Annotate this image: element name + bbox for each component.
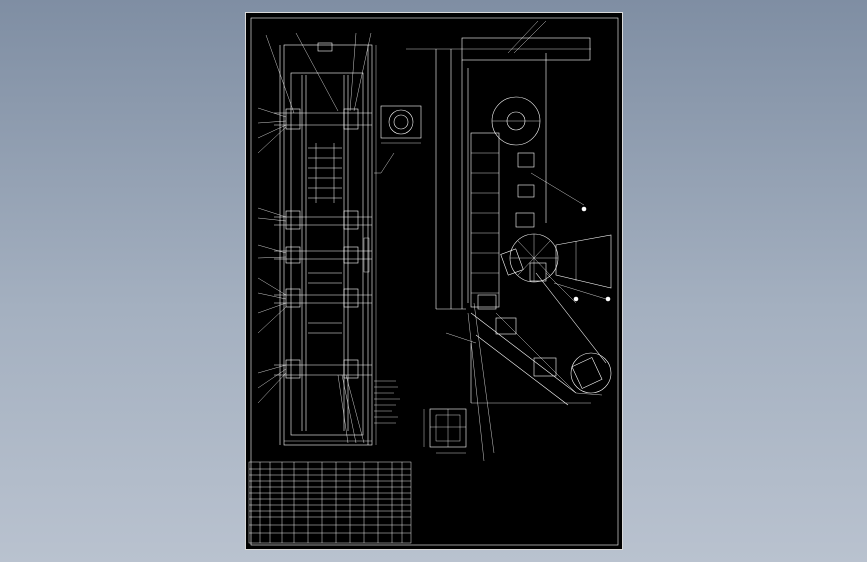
section-detail bbox=[423, 408, 467, 454]
plan-inner-frame bbox=[290, 72, 364, 436]
pulley-detail bbox=[374, 105, 422, 174]
lower-drum bbox=[570, 352, 612, 394]
hopper bbox=[555, 234, 612, 289]
plan-shafts bbox=[274, 108, 372, 379]
elevation-leaders bbox=[467, 20, 607, 462]
inner-border bbox=[250, 17, 619, 546]
plan-view bbox=[257, 32, 377, 446]
elevation-view bbox=[406, 20, 612, 462]
title-block bbox=[248, 461, 412, 544]
cad-drawing-canvas bbox=[248, 17, 619, 546]
technical-notes bbox=[374, 380, 400, 424]
plan-outer-frame bbox=[283, 44, 373, 446]
cad-drawing-sheet bbox=[245, 12, 623, 550]
plan-slats bbox=[308, 143, 342, 334]
plan-leaders bbox=[257, 32, 372, 444]
elevation-slats bbox=[471, 152, 499, 294]
